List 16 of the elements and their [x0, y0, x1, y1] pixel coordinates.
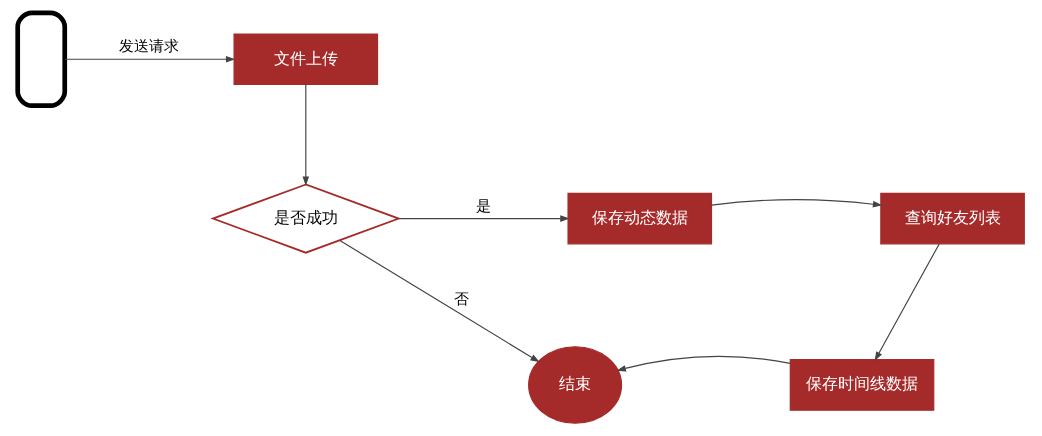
edge-label: 发送请求 [119, 37, 180, 56]
arrow [339, 239, 540, 363]
arrow [64, 55, 236, 63]
arrow [616, 355, 791, 372]
edge-label: 否 [454, 289, 470, 308]
edge-label: 是 [475, 196, 491, 215]
arrow [710, 199, 883, 208]
arrow [398, 215, 570, 222]
node-box: 保存动态数据 [567, 192, 713, 245]
node-box: 保存时间线数据 [789, 359, 935, 411]
node-box: 文件上传 [233, 33, 379, 86]
node-box: 查询好友列表 [880, 192, 1025, 245]
arrow [874, 243, 940, 362]
arrow [302, 84, 310, 186]
node-phone [15, 10, 68, 109]
node-diamond: 是否成功 [210, 183, 402, 254]
